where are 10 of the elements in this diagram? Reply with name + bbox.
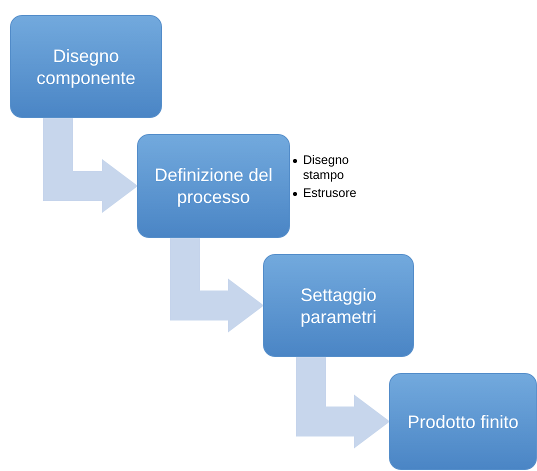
- process-box: [10, 15, 162, 118]
- process-box: [389, 373, 537, 470]
- bullet-item: Disegno stampo: [303, 153, 349, 182]
- bullet-item: Estrusore: [303, 186, 356, 200]
- step-label: Disegno componente: [35, 44, 137, 88]
- process-box: [263, 254, 414, 357]
- step-label: Settaggio parametri: [299, 284, 378, 328]
- step-label: Definizione del processo: [154, 164, 273, 208]
- step-label: Prodotto finito: [407, 410, 519, 432]
- process-box: [137, 134, 290, 238]
